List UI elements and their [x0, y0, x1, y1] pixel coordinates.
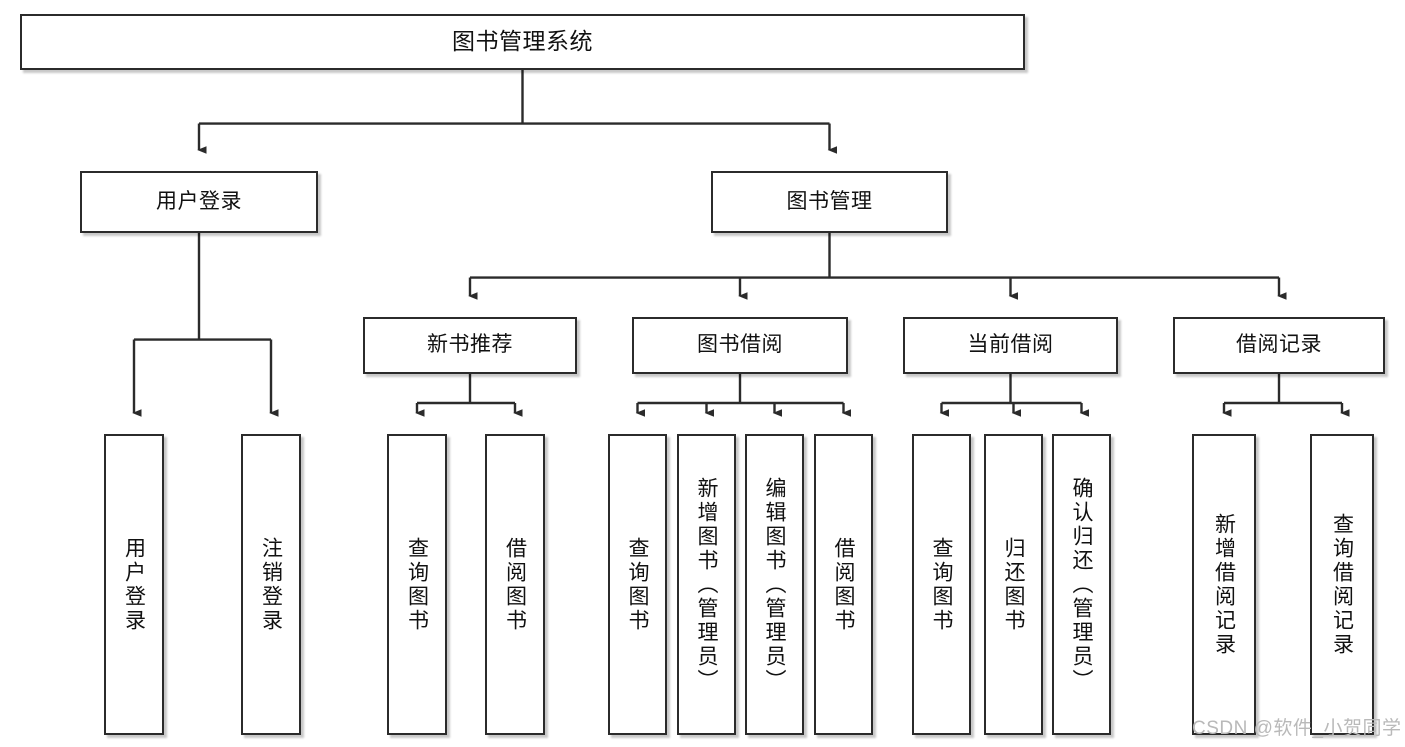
- node-user-login[interactable]: 用户登录: [80, 171, 318, 233]
- node-label: 用户登录: [156, 189, 242, 213]
- node-label: 借阅图书: [503, 536, 527, 633]
- node-label: 新增借阅记录: [1212, 512, 1236, 657]
- node-label: 新书推荐: [427, 333, 513, 357]
- node-label: 确认归还（管理员）: [1070, 476, 1093, 693]
- node-leaf-confirm-return[interactable]: 确认归还（管理员）: [1052, 434, 1111, 735]
- node-leaf-borrow-book-2[interactable]: 借阅图书: [814, 434, 873, 735]
- node-label: 图书借阅: [697, 333, 783, 357]
- node-leaf-query-record[interactable]: 查询借阅记录: [1310, 434, 1374, 735]
- node-leaf-query-book-1[interactable]: 查询图书: [387, 434, 447, 735]
- node-root[interactable]: 图书管理系统: [20, 14, 1025, 70]
- node-leaf-query-book-2[interactable]: 查询图书: [608, 434, 667, 735]
- node-label: 编辑图书（管理员）: [763, 476, 786, 693]
- node-current-borrow[interactable]: 当前借阅: [903, 317, 1118, 374]
- node-label: 借阅记录: [1236, 333, 1322, 357]
- node-label: 图书管理系统: [452, 28, 593, 55]
- node-leaf-user-logout[interactable]: 注销登录: [241, 434, 301, 735]
- node-leaf-add-book[interactable]: 新增图书（管理员）: [677, 434, 736, 735]
- node-label: 图书管理: [786, 189, 873, 213]
- node-leaf-add-record[interactable]: 新增借阅记录: [1192, 434, 1256, 735]
- node-leaf-query-book-3[interactable]: 查询图书: [912, 434, 971, 735]
- node-label: 查询图书: [405, 536, 429, 633]
- node-label: 当前借阅: [967, 333, 1054, 357]
- node-leaf-user-login[interactable]: 用户登录: [104, 434, 164, 735]
- node-label: 查询借阅记录: [1330, 512, 1354, 657]
- node-book-borrow[interactable]: 图书借阅: [632, 317, 848, 374]
- node-new-book-rec[interactable]: 新书推荐: [363, 317, 577, 374]
- node-borrow-record[interactable]: 借阅记录: [1173, 317, 1385, 374]
- node-leaf-borrow-book-1[interactable]: 借阅图书: [485, 434, 545, 735]
- node-label: 用户登录: [122, 536, 146, 633]
- node-label: 查询图书: [930, 536, 953, 633]
- node-leaf-return-book[interactable]: 归还图书: [984, 434, 1043, 735]
- node-label: 新增图书（管理员）: [695, 476, 718, 693]
- node-label: 查询图书: [626, 536, 649, 633]
- node-leaf-edit-book[interactable]: 编辑图书（管理员）: [745, 434, 804, 735]
- node-label: 归还图书: [1002, 536, 1025, 633]
- node-book-manage[interactable]: 图书管理: [711, 171, 948, 233]
- node-label: 借阅图书: [832, 536, 855, 633]
- node-label: 注销登录: [259, 536, 283, 633]
